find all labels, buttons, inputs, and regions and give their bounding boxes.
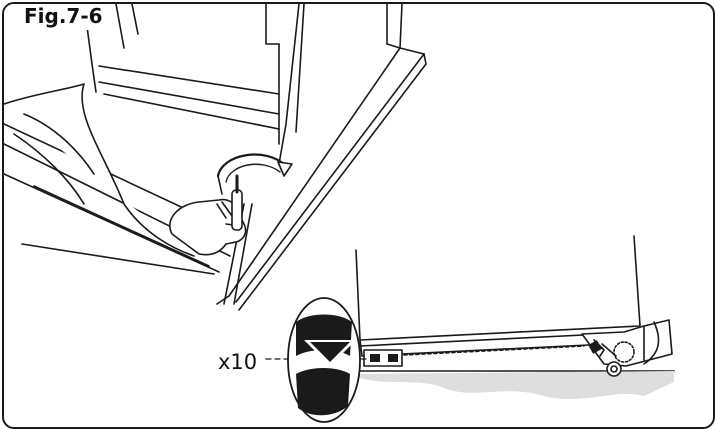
rotation-ring-icon [265,297,367,423]
figure-label: Fig.7-6 [4,4,109,30]
rotation-count-label: x10 [218,350,258,374]
appliance-base-scene [293,235,675,400]
appliance-interior-scene [4,4,427,311]
illustration [4,4,675,423]
